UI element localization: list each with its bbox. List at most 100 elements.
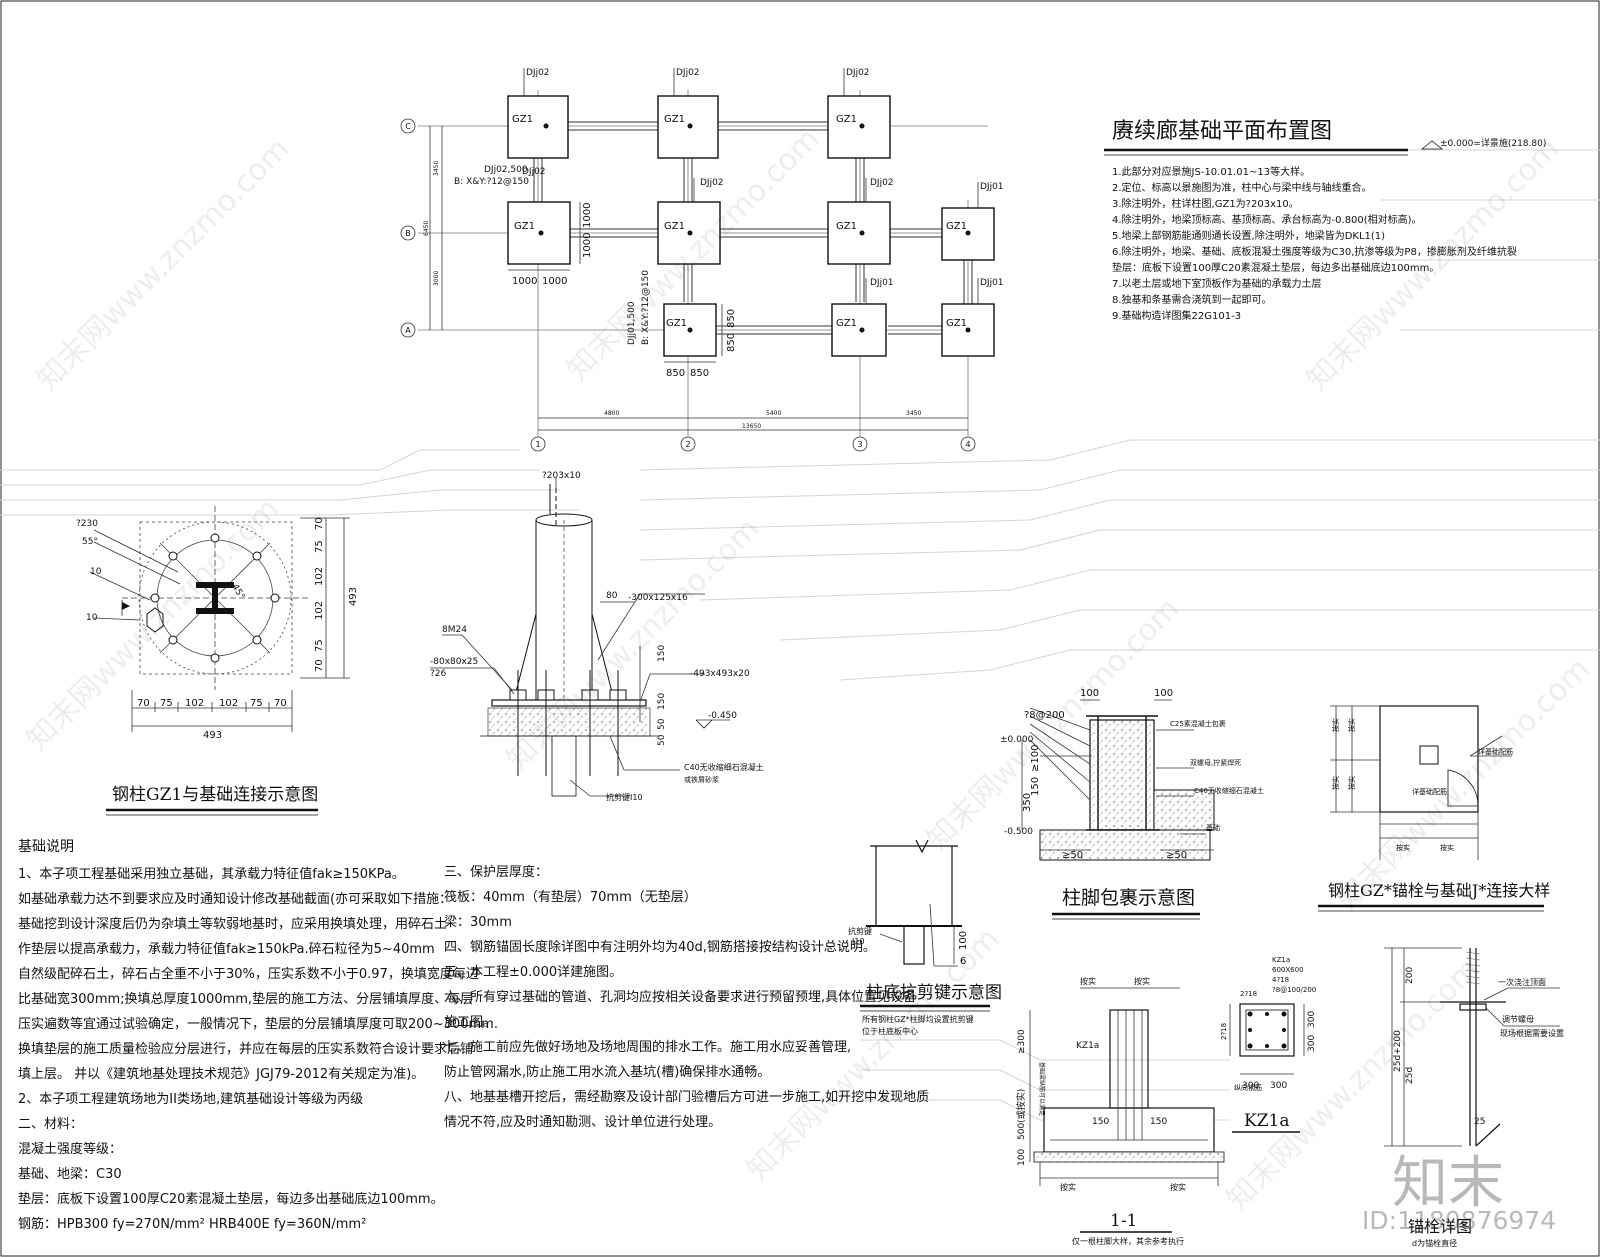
gzj-title: 钢柱GZ*锚栓与基础J*连接大样 [1328,881,1550,900]
gz1-dim-right: 75 [314,540,325,553]
grid-bubble-labels: C B A 1 2 3 4 [405,122,970,449]
footing-label: DJj01 [980,278,1004,288]
shear-key-weld: 6 [960,956,966,967]
gz1-dim-bottom: 102 [219,698,238,709]
cover-note-line: 七、施工前应先做好场地及场地周围的排水工作。施工用水应妥善管理, [444,1040,852,1055]
s11-beam-note: 基础梁纵筋可以满足 [1038,1062,1046,1116]
footing-labels: DJj02 DJj02 DJj02 DJj02 DJj02 DJj02 DJj0… [522,68,1004,304]
dim-850: 850 [666,368,685,379]
grout-sub-label: 或铁屑砂浆 [684,775,719,784]
cover-note-line: 八、地基基槽开挖后，需经勘察及设计部门验槽后方可进一步施工,如开挖中发现地质 [444,1090,930,1105]
s11-label: 按实 [1060,1182,1076,1192]
grid-col-label: 1 [535,440,540,449]
cover-note-line: 防止管网漏水,防止施工用水流入基坑(槽)确保排水通畅。 [444,1065,771,1080]
gz1-label-dia: ?230 [76,519,98,529]
footing-c3 [827,95,891,159]
gzj-pad-label: 详基础配筋 [1478,747,1513,756]
washer-label: -80x80x25 [430,657,478,667]
wrap-dim-ge100: ≥100 [1030,745,1041,772]
hole-label: ?26 [430,669,447,679]
gzj-label: 按实 [1331,776,1340,790]
gz1-label-angle: 55° [82,537,98,547]
grid-bubbles [400,118,976,452]
foundation-plan: GZ1 GZ1 GZ1 GZ1 GZ1 GZ1 GZ1 GZ1 GZ1 GZ1 … [400,68,1546,452]
cover-note-line: 三、保护层厚度： [444,865,549,880]
cover-note-line: 施工图。 [444,1015,497,1030]
wrap-elev-bot: -0.500 [1004,827,1033,837]
anchor-bolt-detail: 一次浇注顶面 调节螺母 现场根据需要设置 200 25d+200 25d 25 … [1384,947,1564,1248]
gz1-label: GZ1 [836,318,857,329]
gz1-dim-right-total: 493 [348,587,359,606]
wrap-dim-100a: 100 [1080,688,1099,699]
gz1-label: GZ1 [664,221,685,232]
shear-key-sub: I10 [852,937,865,946]
foundation-note-line: 压实遍数等宜通过试验确定，一般情况下，垫层的分层铺填厚度可取200~300mm. [18,1017,498,1032]
plan-notes: 1.此部分对应景施JS-10.01.01~13等大样。 2.定位、标高以景施图为… [1112,165,1517,325]
gz1-label: GZ1 [836,221,857,232]
s11-kz: KZ1a [1076,1041,1099,1051]
kz1a-size: 600X600 [1272,966,1304,974]
dim-1000: 1000 [542,276,567,287]
wrap-c40: C40无收缩细石混凝土 [1194,786,1264,795]
gz1-detail-title: 钢柱GZ1与基础连接示意图 [112,785,318,805]
dim-850: 850 [726,333,737,352]
footing-a3 [831,303,887,357]
local-dims [508,202,723,363]
grid-col-label: 4 [965,440,970,449]
anchor-dim-25d: 25d [1405,1067,1415,1084]
callout-1b: B: X&Y:?12@150 [454,177,529,187]
foundation-note-line: 比基础宽300mm;换填总厚度1000mm,垫层的施工方法、分层铺填厚度、每层 [18,992,474,1007]
kz1a-stirrup: ?8@100/200 [1272,986,1316,994]
dim-50a: 50 [657,718,667,730]
shear-key-title: 柱底抗剪键示意图 [866,983,1002,1003]
elevation-label: ±0.000=详景施(218.80) [1440,137,1546,149]
dim-850: 850 [726,309,737,328]
brand-id: ID:1180876974 [1362,1206,1557,1235]
anchor-d-label: d为锚栓直径 [1412,1238,1457,1248]
grid-row-label: C [405,122,411,131]
kz1a-title: KZ1a [1244,1111,1289,1131]
cover-note-line: 情况不符,应及时通知勘测、设计单位进行处理。 [444,1115,722,1130]
kz1a-dim-300b: 300 [1270,1081,1287,1091]
gzj-label: 按实 [1396,843,1410,852]
gz1-dim-right: 102 [314,567,325,586]
elev-label: -0.450 [708,711,737,721]
tie-beams [533,121,973,335]
gz1-label: GZ1 [946,221,967,232]
total-width: 13650 [742,423,761,430]
wrap-rebar: ?8@200 [1024,710,1065,721]
dim-1000: 1000 [582,233,593,258]
col-spacing: 3450 [906,410,921,417]
column-dots [538,123,971,333]
section-1-1: KZ1a ≥300 500(或按实) 100 150 150 按实 按实 按实 … [1015,976,1262,1246]
foundation-note-line: 自然级配碎石土，碎石占全重不小于30%，压实系数不小于0.97，换填宽度每边 [18,967,479,982]
gz1-dim-bottom: 70 [137,698,150,709]
anchor-nut-note: 调节螺母 [1502,1014,1534,1024]
footing-c1 [507,95,569,159]
gz1-dim-bottom: 75 [250,698,263,709]
kz1a-dim-300b: 300 [1307,1035,1317,1052]
anchor-grout-line: 一次浇注顶面 [1498,977,1546,987]
foundation-note-line: 基础、地梁：C30 [18,1167,122,1182]
s11-dim-100: 100 [1017,1149,1027,1166]
wrap-nuts: 双螺母,拧紧焊死 [1190,758,1241,767]
foundation-note-line: 换填垫层的施工质量检验应分层进行，并应在每层的压实系数符合设计要求后铺 [18,1042,474,1057]
gz1-label-45: 45° [229,583,246,602]
s11-sub: 仅一根柱脚大样，其余参考执行 [1072,1236,1184,1246]
foundation-note-line: 混凝土强度等级： [18,1142,123,1157]
gzj-label: 按实 [1440,843,1454,852]
s11-dim-150a: 150 [1092,1117,1109,1127]
foundation-note-line: 1、本子项工程基础采用独立基础，其承载力特征值fak≥150KPa。 [18,867,405,882]
foundation-note-line: 垫层：底板下设置100厚C20素混凝土垫层，每边多出基础底边100mm。 [18,1192,444,1207]
brand-logo: 知末 [1392,1151,1504,1216]
plan-note-line: 9.基础构造详图集22G101-3 [1112,311,1242,322]
s11-dim-150b: 150 [1150,1117,1167,1127]
shear-key-label: 抗剪键I10 [606,792,643,802]
dim-850: 850 [690,368,709,379]
gz1-label: GZ1 [512,114,533,125]
pipe-label: ?203x10 [542,471,581,481]
wrap-dim-150: 150 [1030,777,1041,796]
cover-note-line: 五、本工程±0.000详建施图。 [444,965,623,980]
kz1a-dim-300a: 300 [1307,1011,1317,1028]
